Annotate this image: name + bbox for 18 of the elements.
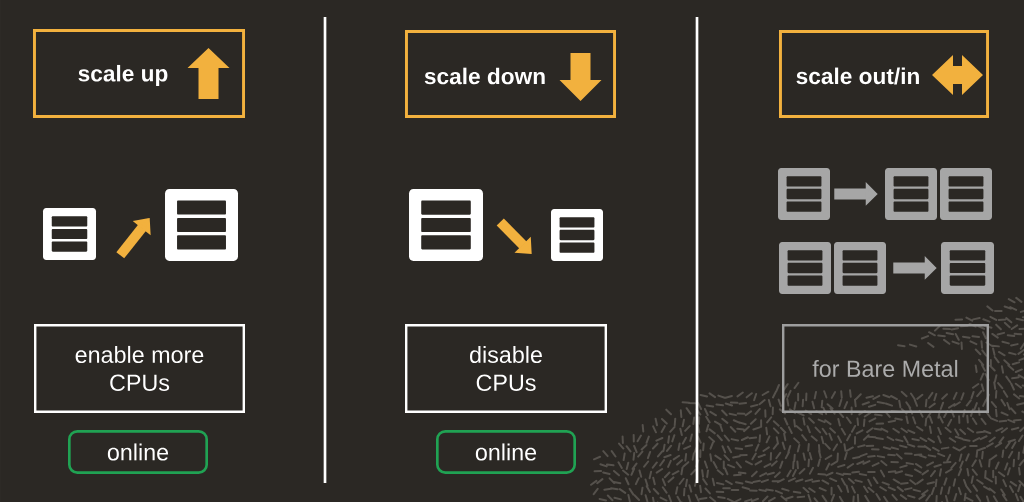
server-icon [43, 208, 96, 260]
server-icon [551, 209, 603, 261]
server-icon [778, 168, 830, 220]
status-box: online [436, 430, 576, 474]
server-icon [409, 189, 483, 261]
server-icon [941, 242, 994, 294]
text-box: disable CPUs [405, 324, 607, 413]
heading-box: scale out/in [779, 30, 989, 118]
arrow [496, 218, 532, 254]
server-icon [165, 189, 238, 261]
server-pair-icon [885, 168, 992, 220]
arrow [116, 218, 151, 259]
text-box: enable more CPUs [34, 324, 245, 413]
heading-box: scale down [405, 30, 616, 118]
text-box: for Bare Metal [782, 324, 989, 413]
heading-box: scale up [33, 29, 245, 118]
status-box: online [68, 430, 208, 474]
server-pair-icon [779, 242, 886, 294]
